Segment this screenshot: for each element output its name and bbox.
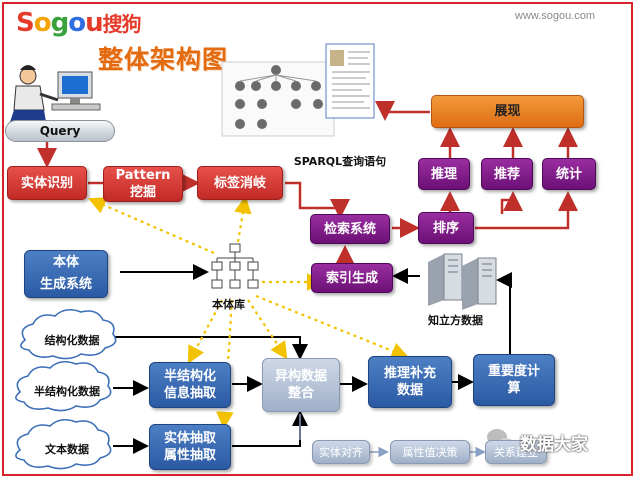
- index-generation-box: 索引生成: [311, 263, 393, 293]
- text-data-label: 文本数据: [45, 443, 89, 456]
- entity-recognition-box: 实体识别: [7, 166, 87, 200]
- server-tower-icon: [428, 253, 497, 310]
- relation-building-box: 关系建立: [485, 440, 547, 464]
- page-title: 整体架构图: [98, 45, 229, 74]
- inference-box: 推理: [418, 158, 470, 190]
- watermark: 数据大家: [520, 435, 588, 455]
- computer-user-icon: [10, 65, 101, 122]
- ontology-lib-label: 本体库: [212, 298, 245, 311]
- slide-frame: [2, 2, 633, 476]
- attribute-decision-box: 属性值决策: [390, 440, 470, 464]
- query-box: Query: [5, 120, 115, 142]
- entity-attribute-extraction-box: 实体抽取 属性抽取: [149, 424, 231, 470]
- knowledge-cube-data-label: 知立方数据: [428, 314, 483, 327]
- screenshot-collage-icon: [221, 43, 375, 137]
- label-disambiguation-box: 标签消岐: [197, 166, 283, 200]
- statistics-box: 统计: [542, 158, 596, 190]
- pattern-mining-box: Pattern 挖掘: [103, 166, 183, 202]
- ontology-generation-box: 本体 生成系统: [24, 250, 108, 298]
- ranking-box: 排序: [418, 212, 474, 244]
- presentation-box: 展现: [431, 95, 584, 128]
- importance-calc-box: 重要度计 算: [473, 354, 555, 406]
- semistructured-extraction-box: 半结构化 信息抽取: [149, 362, 231, 408]
- cloud-shapes: [15, 308, 117, 470]
- entity-alignment-box: 实体对齐: [312, 440, 370, 464]
- recommendation-box: 推荐: [481, 158, 533, 190]
- ontology-tree-icon: [211, 243, 259, 289]
- semistructured-data-label: 半结构化数据: [34, 385, 100, 398]
- structured-data-label: 结构化数据: [44, 334, 100, 347]
- sogou-logo: Sogou搜狗: [16, 8, 142, 38]
- sparql-label: SPARQL查询语句: [293, 154, 387, 168]
- inference-completion-box: 推理补充 数据: [368, 356, 452, 408]
- site-url: www.sogou.com: [515, 10, 596, 22]
- heterogeneous-integration-box: 异构数据 整合: [262, 358, 340, 412]
- retrieval-system-box: 检索系统: [310, 214, 390, 244]
